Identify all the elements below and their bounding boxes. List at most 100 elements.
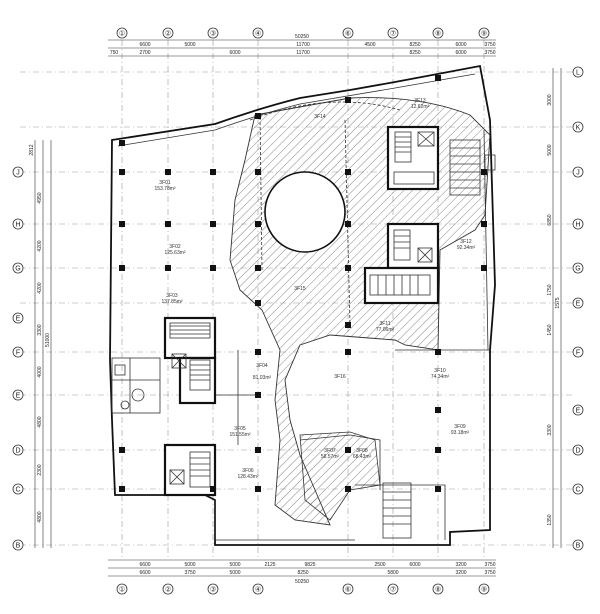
room-3F06-area: 128.43m²	[237, 474, 258, 480]
core-left-upper	[163, 316, 217, 405]
dim-top-inner-3: 6000	[229, 50, 240, 56]
grid-row-E-right: E	[576, 301, 581, 308]
grid-row-K-right: K	[576, 125, 581, 132]
grid-row-C-left: C	[15, 487, 20, 494]
room-3F07-name: 3F07	[324, 448, 336, 454]
dim-top-inner-2: 2700	[139, 50, 150, 56]
dim-bottom-total: 50250	[295, 579, 309, 585]
dim-top-inner-5: 8250	[409, 50, 420, 56]
grid-row-J-right: J	[576, 170, 580, 177]
room-3F03-name: 3F03	[166, 293, 178, 299]
dim-top-inner-4: 11700	[296, 50, 310, 56]
room-3F11-area: 77.06m²	[376, 327, 395, 333]
dim-bottom-2: 5000	[184, 562, 195, 568]
room-3F02-name: 3F02	[169, 244, 181, 250]
stair-bottom	[382, 482, 412, 539]
room-3F10-name: 3F10	[434, 368, 446, 374]
core-right-upper	[386, 125, 440, 191]
dim-top-outer-6: 6000	[455, 42, 466, 48]
atrium-lower-hatched	[299, 431, 381, 521]
structural-columns	[119, 75, 487, 492]
dim-left-inner-5: 2300	[37, 464, 43, 475]
room-3F09-area: 93.18m²	[451, 430, 470, 436]
grid-row-C-right: C	[575, 487, 580, 494]
room-labels: 3F01 153.78m² 3F02 125.63m² 3F03 137.85m…	[154, 98, 475, 480]
room-3F10-area: 74.34m²	[431, 374, 450, 380]
room-3F02-area: 125.63m²	[164, 250, 185, 256]
grid-col-4-top: ④	[255, 30, 261, 38]
dim-bottom-1: 6600	[139, 562, 150, 568]
room-3F08-name: 3F08	[356, 448, 368, 454]
room-3F05-name: 3F05	[234, 426, 246, 432]
dim-left-total: 51000	[45, 333, 51, 347]
dim-top-inner-7: 3750	[484, 50, 495, 56]
grid-row-D-right: D	[575, 448, 580, 455]
room-3F07-area: 58.57m²	[321, 454, 340, 460]
dim-bottom-inner-2: 3750	[184, 570, 195, 576]
right-row-bubbles: L K J H G E F E D C B	[572, 66, 584, 551]
room-3F04-area: 81.03m²	[253, 375, 272, 381]
grid-col-9-top: ⑨	[481, 30, 487, 38]
room-3F06-name: 3F06	[242, 468, 254, 474]
room-3F13-name: 3F13	[414, 98, 426, 104]
dim-bottom-5: 9825	[304, 562, 315, 568]
dim-bottom-inner-3: 5000	[229, 570, 240, 576]
bottom-column-bubbles: ① ② ③ ④ ⑥ ⑦ ⑧ ⑨	[116, 583, 490, 595]
dim-right-3: 6850	[547, 214, 553, 225]
core-right-middle	[363, 222, 440, 305]
dim-top-inner-1: 750	[110, 50, 119, 56]
grid-row-J-left: J	[16, 170, 20, 177]
dim-bottom-7: 6000	[409, 562, 420, 568]
restroom-block	[111, 357, 161, 414]
grid-row-B-left: B	[16, 543, 21, 550]
dim-right-7: 3300	[547, 424, 553, 435]
dim-left-outer-2: 4200	[37, 240, 43, 251]
dim-right-4: 1750	[547, 284, 553, 295]
grid-row-F-right: F	[576, 350, 580, 357]
room-3F13-area: 12.62m²	[411, 104, 430, 110]
room-3F08-area: 68.43m²	[353, 454, 372, 460]
grid-row-E-left: E	[16, 316, 21, 323]
dim-top-outer-3: 11700	[296, 42, 310, 48]
grid-row-B-right: B	[576, 543, 581, 550]
grid-row-D-left: D	[15, 448, 20, 455]
dim-top-outer-4: 4500	[364, 42, 375, 48]
grid-row-H-right: H	[575, 222, 580, 229]
dim-right-6: 1450	[547, 324, 553, 335]
room-3F11-name: 3F11	[379, 321, 390, 327]
right-dimensions: 3000 5000 6850 1750 1575 1450 3300 1350	[547, 68, 562, 548]
dim-bottom-9: 3750	[484, 562, 495, 568]
room-3F04-name: 3F04	[256, 363, 268, 369]
left-row-bubbles: J H G E F E D C B	[12, 166, 24, 551]
stair-right-upper	[449, 139, 496, 196]
dim-bottom-6: 2500	[374, 562, 385, 568]
dim-bottom-inner-5: 5800	[387, 570, 398, 576]
grid-row-E2-left: E	[16, 393, 21, 400]
dim-top-outer-2: 5000	[184, 42, 195, 48]
grid-col-3-bottom: ③	[210, 586, 216, 594]
room-3F15-name: 3F15	[294, 286, 306, 292]
room-3F05-area: 151.55m²	[229, 432, 250, 438]
grid-col-2-bottom: ②	[165, 586, 171, 594]
room-3F12-name: 3F12	[460, 239, 472, 245]
dim-right-2: 5000	[547, 144, 553, 155]
dim-left-outer-1: 4950	[37, 192, 43, 203]
dim-left-inner-3: 4000	[37, 366, 43, 377]
room-3F01-area: 153.78m²	[154, 186, 175, 192]
dim-bottom-inner-6: 3200	[455, 570, 466, 576]
dim-top-outer-5: 8250	[409, 42, 420, 48]
grid-col-1-top: ①	[119, 30, 125, 38]
grid-col-7-top: ⑦	[390, 30, 396, 38]
dim-left-inner-1: 2812	[29, 144, 35, 155]
dim-right-1: 3000	[547, 94, 553, 105]
grid-col-3-top: ③	[210, 30, 216, 38]
dim-bottom-3: 5000	[229, 562, 240, 568]
circular-skylight-opening	[264, 171, 346, 253]
dim-top-inner-6: 6000	[455, 50, 466, 56]
grid-col-9-bottom: ⑨	[481, 586, 487, 594]
dim-bottom-inner-1: 6600	[139, 570, 150, 576]
grid-col-2-top: ②	[165, 30, 171, 38]
grid-row-G-right: G	[575, 266, 580, 273]
dim-left-outer-3: 4200	[37, 282, 43, 293]
room-3F09-name: 3F09	[454, 424, 466, 430]
